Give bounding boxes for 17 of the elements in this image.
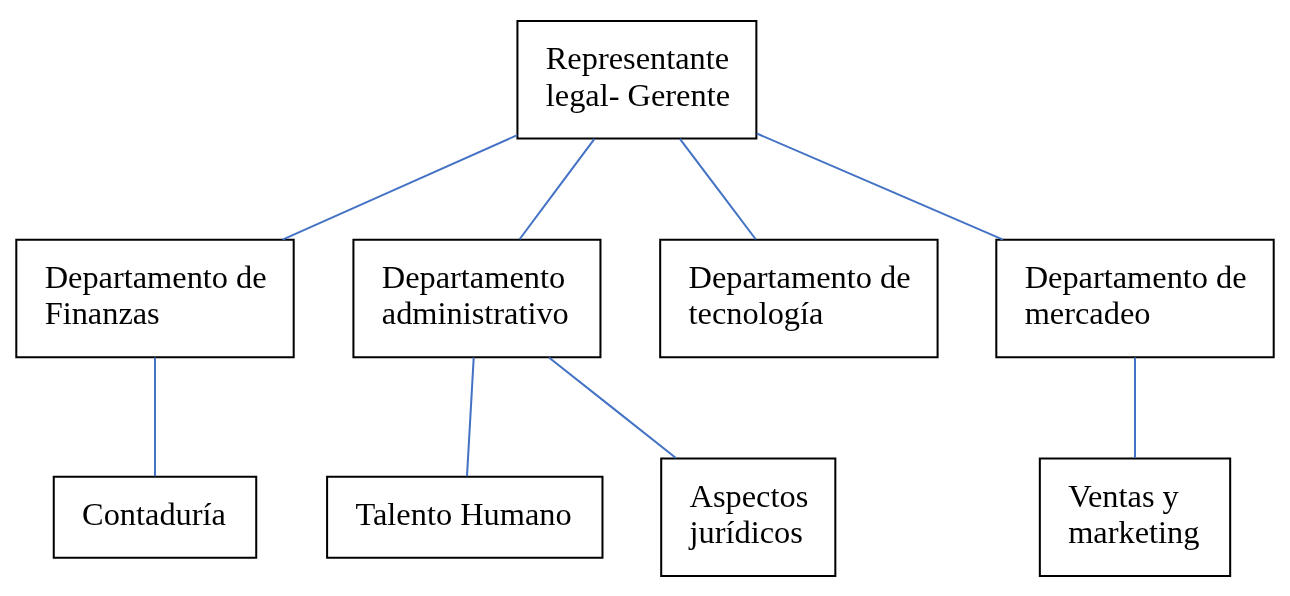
- connector: [154, 357, 156, 476]
- connector: [282, 133, 518, 241]
- node-box: Departamento administrativo: [352, 238, 602, 358]
- node-box: Contaduría: [52, 475, 258, 559]
- node-box: Aspectos jurídicos: [660, 456, 837, 577]
- node-box: Departamento de Finanzas: [15, 238, 295, 358]
- node-box: Departamento de mercadeo: [995, 238, 1275, 358]
- connector: [466, 356, 475, 476]
- connector: [1134, 357, 1136, 458]
- connector: [679, 137, 757, 240]
- connector: [518, 137, 596, 240]
- connector: [548, 356, 677, 459]
- node-box: Talento Humano: [326, 475, 604, 559]
- node-box: Departamento de tecnología: [659, 238, 939, 358]
- connector: [756, 132, 1004, 240]
- node-box: Representante legal- Gerente: [516, 19, 758, 140]
- node-box: Ventas y marketing: [1038, 456, 1232, 577]
